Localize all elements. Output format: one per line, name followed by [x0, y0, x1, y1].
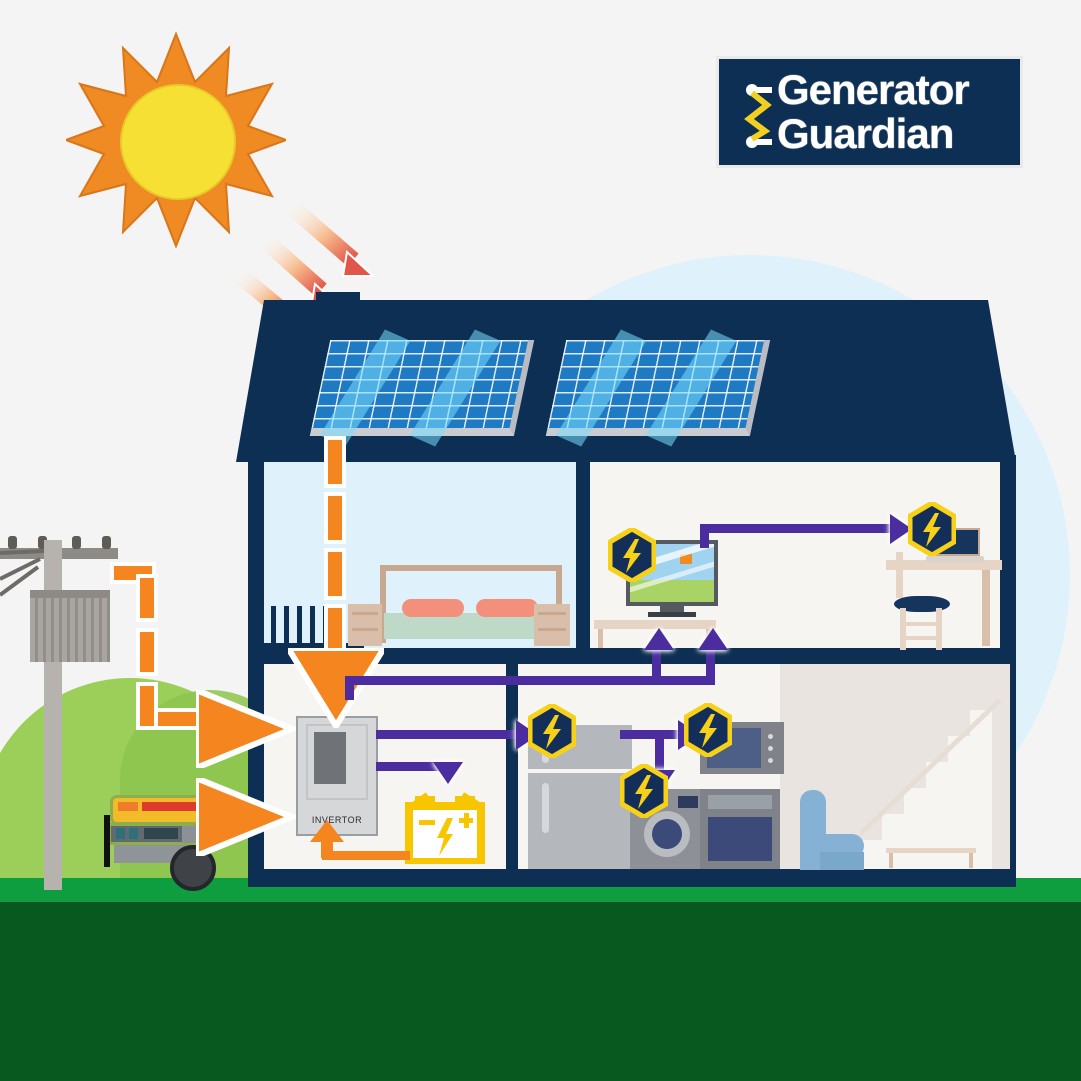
- inverter-panel[interactable]: INVERTOR: [296, 716, 378, 836]
- battery-icon: [403, 792, 487, 866]
- power-badge-laptop: [907, 500, 957, 558]
- house-wall-left: [248, 455, 264, 885]
- oven: [700, 789, 780, 869]
- power-badge-television: [607, 526, 657, 584]
- grid-flow-dash: [140, 632, 154, 672]
- pole-insulators: [0, 536, 118, 550]
- portable-generator: [104, 795, 216, 891]
- wire-arrow-up-left: [644, 628, 674, 650]
- solar-flow-dash: [328, 496, 342, 540]
- solar-flow-dash: [328, 440, 342, 484]
- wire-inverter-top-run: [345, 676, 715, 685]
- lower-partition-wall: [506, 664, 518, 869]
- wire-arrow-laptop: [890, 514, 912, 544]
- brand-logo-line1: Generator: [777, 66, 970, 113]
- pillow: [402, 599, 464, 617]
- inverter-label: INVERTOR: [311, 815, 363, 825]
- wire-to-battery: [376, 762, 454, 771]
- solar-to-inverter-arrow: [282, 645, 390, 733]
- transformer: [30, 590, 110, 662]
- power-badge-microwave: [683, 701, 733, 759]
- nightstand: [348, 604, 382, 646]
- battery-return-line: [322, 851, 410, 860]
- wire-kitchen-run: [620, 730, 686, 739]
- bar-stool: [890, 552, 952, 650]
- wire-inverter-up: [345, 676, 354, 700]
- staircase: [852, 690, 1006, 869]
- grid-flow-dash: [114, 566, 152, 580]
- brand-logo-text: Generator Guardian: [777, 66, 970, 157]
- sun-core: [120, 84, 236, 200]
- wire-arrow-battery: [433, 762, 463, 799]
- brand-logo-line2: Guardian: [777, 110, 954, 157]
- grass-dark-band: [0, 902, 1081, 1081]
- grid-flow-dash: [140, 578, 154, 618]
- wire-to-washer: [655, 730, 664, 774]
- wire-branch-up-right: [706, 648, 715, 684]
- power-badge-washing-machine: [619, 762, 669, 820]
- power-badge-refrigerator: [527, 702, 577, 760]
- battery-return-arrow: [310, 820, 344, 863]
- wire-tv-riser: [700, 524, 709, 548]
- solar-panel-2: [545, 329, 771, 448]
- wire-to-refrigerator: [376, 730, 524, 739]
- grid-flow-dash: [158, 712, 198, 726]
- lightning-bolt-icon: [741, 81, 785, 156]
- bench: [886, 848, 976, 868]
- ground-floor-slab: [248, 869, 1016, 887]
- grid-flow-dash: [140, 686, 154, 726]
- wire-arrow-up-right: [698, 628, 728, 650]
- brand-logo: Generator Guardian: [716, 56, 1023, 168]
- wire-branch-up-left: [652, 648, 661, 684]
- inverter-switch-icon: [314, 732, 346, 784]
- power-lines: [0, 545, 110, 615]
- solar-flow-dash: [328, 608, 342, 650]
- pillow: [476, 599, 538, 617]
- solar-flow-dash: [328, 552, 342, 596]
- upper-partition-wall: [576, 462, 590, 648]
- armchair: [800, 790, 864, 870]
- nightstand: [534, 604, 570, 646]
- desk: [886, 560, 1002, 646]
- solar-panel-1: [309, 329, 535, 448]
- wire-tv-to-laptop: [700, 524, 898, 533]
- mid-floor-slab: [248, 648, 1016, 664]
